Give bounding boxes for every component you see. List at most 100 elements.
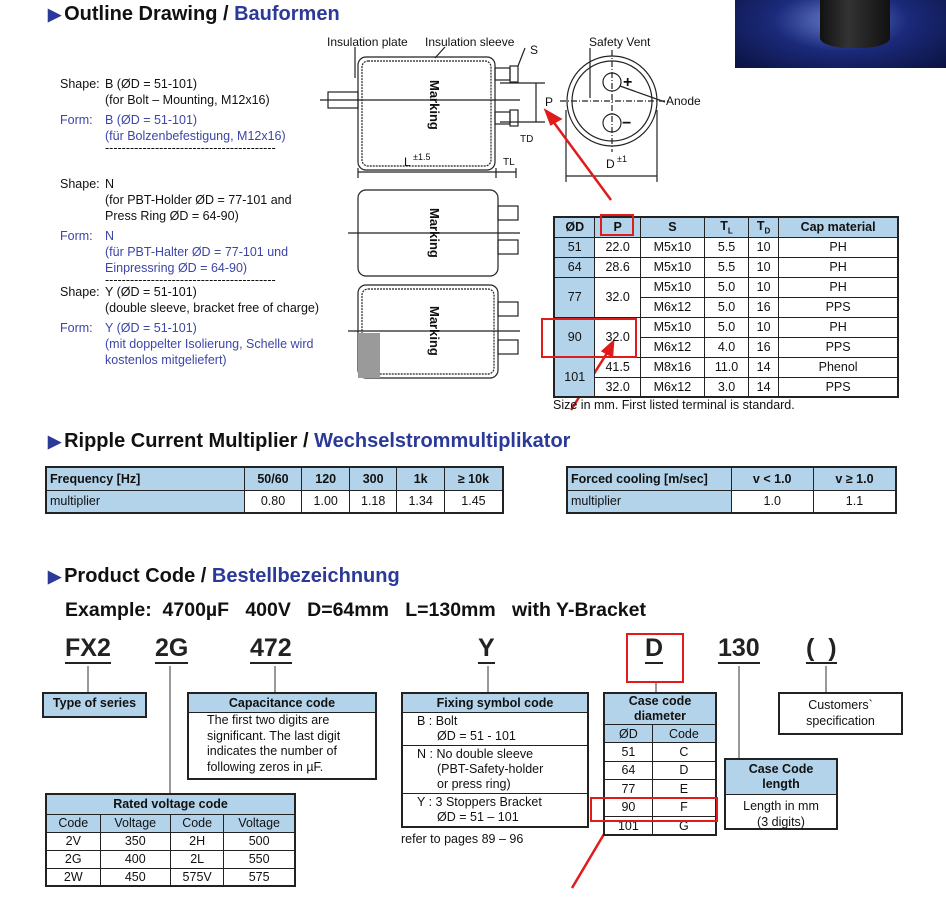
title-en: Ripple Current Multiplier / [64, 430, 309, 452]
cell: 77 [603, 779, 653, 799]
header-cell: Cap material [778, 216, 899, 238]
header-cell: Voltage [223, 813, 296, 833]
cell: 64 [603, 760, 653, 780]
label-marking: Marking [427, 80, 442, 130]
header-text: ØD [565, 220, 585, 235]
header-text: S [668, 220, 677, 235]
shape-block: Shape:Y (ØD = 51-101)(double sleeve, bra… [60, 284, 319, 368]
cell: M6x12 [639, 336, 706, 358]
shape-de: Form:Y (ØD = 51-101)(mit doppelter Isoli… [60, 320, 319, 368]
header-cell: ØD [603, 724, 653, 743]
header-text: Cap material [800, 220, 876, 235]
header-cell: Code [169, 813, 225, 833]
cell-diameter: 77 [553, 276, 596, 318]
capacitance-line: The first two digits are [207, 713, 330, 727]
cell: 1.00 [301, 489, 350, 514]
case-length-box: Case Code length Length in mm(3 digits) [724, 758, 838, 830]
highlight-90-code [590, 797, 718, 822]
label-td: TD [520, 134, 533, 145]
label-d-tol: ±1 [617, 154, 627, 164]
cell: PPS [778, 296, 899, 318]
cell: 10 [747, 316, 780, 338]
highlight-90-row [541, 318, 637, 358]
cell-p: 32.0 [594, 316, 641, 358]
length-text: (3 digits) [757, 815, 805, 829]
shape-line: Einpressring ØD = 64-90) [105, 261, 248, 275]
cell: 2W [45, 867, 101, 887]
header-cell: 300 [348, 466, 398, 491]
title-en: Outline Drawing / [64, 3, 229, 25]
cell: 2G [45, 849, 101, 869]
header-cell: Code [45, 813, 101, 833]
cell: M5x10 [639, 276, 706, 298]
cell: M6x12 [639, 376, 706, 398]
cell: 16 [747, 336, 780, 358]
shape-label: Shape: [60, 177, 100, 191]
header-cooling: Forced cooling [m/sec] [566, 466, 732, 491]
cell: 5.5 [704, 256, 749, 278]
label-s: S [530, 43, 538, 57]
shape-lines: B (ØD = 51-101)(für Bolzenbefestigung, M… [105, 112, 286, 144]
type-series-title: Type of series [44, 694, 145, 716]
cell: 14 [747, 356, 780, 378]
header-cell: ≥ 10k [443, 466, 504, 491]
cell: 2L [169, 849, 225, 869]
cell: 575 [223, 867, 296, 887]
label-marking: Marking [427, 306, 442, 356]
shape-line: (für Bolzenbefestigung, M12x16) [105, 129, 286, 143]
label-l-tol: ±1.5 [413, 152, 430, 162]
label-p: P [545, 95, 553, 109]
customer-text: specification [806, 714, 875, 728]
title-de: Bestellbezeichnung [211, 565, 400, 587]
header-cell: TL [704, 216, 749, 238]
row-label: multiplier [566, 489, 732, 514]
header-cell: ØD [553, 216, 596, 238]
header-text: P [613, 220, 622, 235]
cell: 550 [223, 849, 296, 869]
cell: 10 [747, 276, 780, 298]
cell-p: 41.5 [594, 356, 641, 378]
shape-lines: Y (ØD = 51-101)(double sleeve, bracket f… [105, 284, 319, 316]
cell-diameter: 51 [553, 236, 596, 258]
shape-line: N [105, 177, 115, 191]
cell: M5x10 [639, 236, 706, 258]
header-cell: 120 [301, 466, 350, 491]
shape-label: Form: [60, 113, 93, 127]
highlight-d-code [626, 633, 684, 683]
title-de: Bauformen [234, 3, 340, 25]
cell: PPS [778, 376, 899, 398]
cell: Phenol [778, 356, 899, 378]
cell-p: 32.0 [594, 376, 641, 398]
header-cell: P [594, 216, 641, 238]
cell: 10 [747, 236, 780, 258]
fixing-line: ØD = 51 – 101 [437, 810, 519, 824]
title-de: Wechselstrommultiplikator [314, 430, 571, 452]
header-frequency: Frequency [Hz] [45, 466, 245, 491]
cell: M8x16 [639, 356, 706, 378]
length-title: Case Code length [726, 760, 836, 795]
title-row: Case code diameter [603, 692, 717, 725]
shape-line: (for PBT-Holder ØD = 77-101 and [105, 193, 292, 207]
cell: 400 [99, 849, 171, 869]
label-l: L [404, 155, 411, 169]
shape-label: Shape: [60, 77, 100, 91]
diameter-title: Case code diameter [603, 692, 717, 725]
